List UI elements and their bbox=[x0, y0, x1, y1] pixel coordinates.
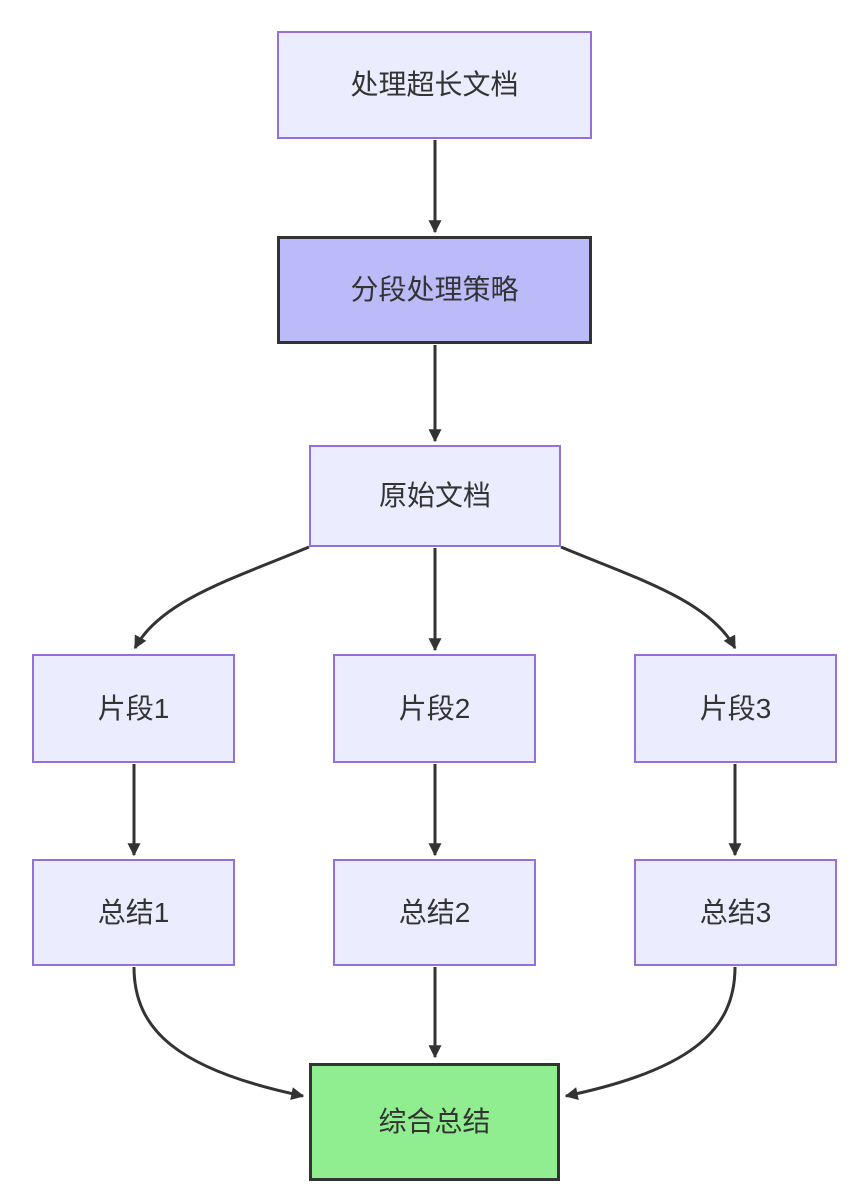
node-summary-1-label: 总结1 bbox=[97, 896, 170, 928]
node-task: 处理超长文档 bbox=[277, 31, 592, 139]
node-final-summary: 综合总结 bbox=[309, 1063, 560, 1181]
edge-sum3-final bbox=[564, 966, 737, 1100]
node-strategy: 分段处理策略 bbox=[277, 236, 592, 344]
node-summary-3-label: 总结3 bbox=[699, 896, 772, 928]
node-summary-2: 总结2 bbox=[333, 859, 536, 966]
node-task-label: 处理超长文档 bbox=[350, 69, 519, 101]
node-segment-3-label: 片段3 bbox=[699, 692, 772, 724]
node-summary-2-label: 总结2 bbox=[398, 896, 471, 928]
node-summary-3: 总结3 bbox=[634, 859, 837, 966]
edge-sum1-final bbox=[132, 966, 305, 1100]
node-segment-2-label: 片段2 bbox=[398, 692, 471, 724]
node-strategy-label: 分段处理策略 bbox=[350, 274, 519, 306]
node-segment-1: 片段1 bbox=[32, 654, 235, 763]
node-summary-1: 总结1 bbox=[32, 859, 235, 966]
node-source-document-label: 原始文档 bbox=[378, 480, 491, 512]
edge-doc-seg3 bbox=[560, 545, 737, 650]
edge-doc-seg1 bbox=[133, 545, 310, 650]
node-segment-1-label: 片段1 bbox=[97, 692, 170, 724]
node-source-document: 原始文档 bbox=[309, 445, 561, 547]
node-segment-2: 片段2 bbox=[333, 654, 536, 763]
node-segment-3: 片段3 bbox=[634, 654, 837, 763]
node-final-summary-label: 综合总结 bbox=[378, 1106, 491, 1138]
